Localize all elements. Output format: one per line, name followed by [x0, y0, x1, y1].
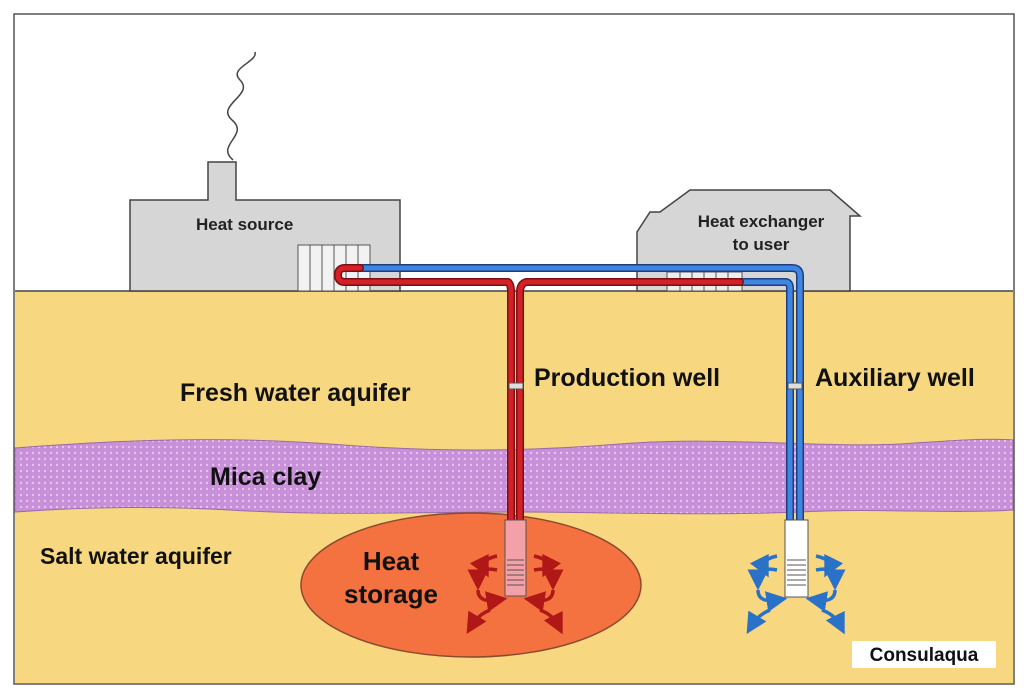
hot-flow-arrows — [466, 553, 564, 635]
pipe-network — [334, 264, 804, 524]
production-well-screen — [504, 519, 527, 597]
production-well-valve — [508, 382, 524, 390]
auxiliary-well-valve — [787, 382, 803, 390]
heat-exchanger-label-line1: Heat exchanger — [698, 212, 825, 231]
production-well-label: Production well — [534, 364, 720, 392]
heat-exchanger-label-line2: to user — [733, 235, 790, 254]
auxiliary-well-label: Auxiliary well — [815, 364, 975, 392]
smoke — [226, 51, 256, 161]
auxiliary-well-screen — [784, 519, 809, 598]
salt-water-aquifer-label: Salt water aquifer — [40, 543, 232, 569]
fresh-water-aquifer-label: Fresh water aquifer — [180, 379, 411, 407]
cold-flow-arrows — [746, 553, 846, 635]
credit-box — [852, 641, 996, 668]
credit-label: Consulaqua — [870, 645, 979, 666]
heat-storage-label-line2: storage — [344, 579, 438, 609]
mica-clay-label: Mica clay — [210, 463, 321, 491]
heat-source-label: Heat source — [196, 215, 293, 234]
heat-storage-label-line1: Heat — [363, 546, 420, 576]
